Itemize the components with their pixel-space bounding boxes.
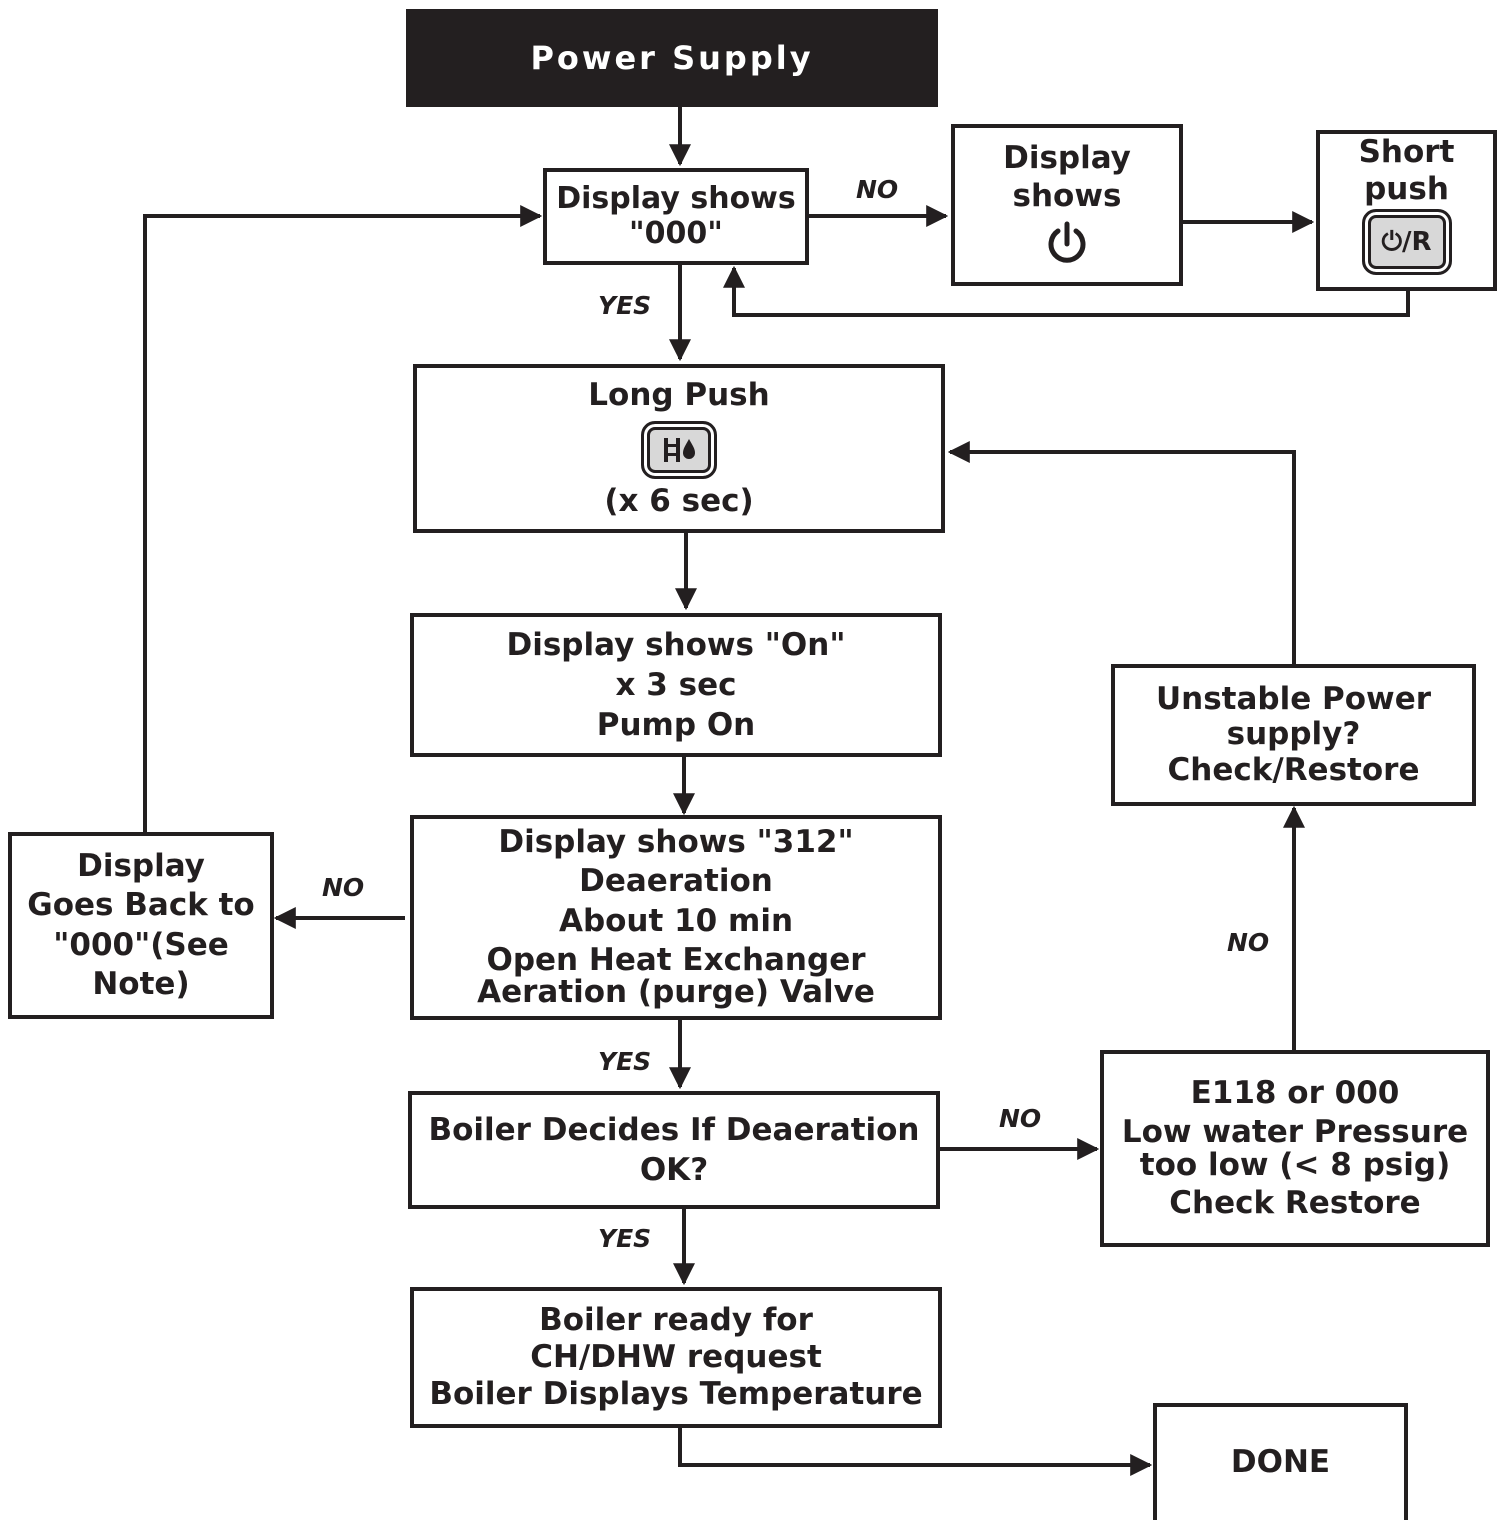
unstable-power-node: Unstable Power supply? Check/Restore bbox=[1111, 664, 1476, 806]
display-on-line-1: Display shows "On" bbox=[506, 626, 846, 663]
power-reset-button-icon: ⏻/R bbox=[1361, 209, 1452, 276]
unstable-line-1: Unstable Power bbox=[1155, 680, 1432, 717]
display-on-line-3: Pump On bbox=[596, 707, 756, 744]
e118-line-4: Check Restore bbox=[1169, 1185, 1421, 1222]
short-push-line-2: push bbox=[1364, 170, 1449, 207]
long-push-node: Long Push (x 6 sec) bbox=[413, 364, 945, 533]
long-push-title: Long Push bbox=[588, 377, 770, 414]
display-shows-line-1: Display bbox=[1003, 140, 1131, 177]
e118-line-3: too low (< 8 psig) bbox=[1139, 1146, 1451, 1183]
arrow-shortpush-back bbox=[723, 265, 1410, 317]
display-312-line-1: Display shows "312" bbox=[498, 824, 854, 861]
ready-line-1: Boiler ready for bbox=[539, 1301, 813, 1338]
ready-line-2: CH/DHW request bbox=[530, 1338, 822, 1375]
done-node: DONE bbox=[1153, 1403, 1408, 1520]
arrow-goesback-loop bbox=[143, 205, 543, 832]
display-on-node: Display shows "On" x 3 sec Pump On bbox=[410, 613, 942, 757]
display-312-node: Display shows "312" Deaeration About 10 … bbox=[410, 815, 942, 1020]
boiler-decides-line-2: OK? bbox=[639, 1152, 709, 1188]
e118-line-1: E118 or 000 bbox=[1190, 1075, 1400, 1111]
display-312-line-2: Deaeration bbox=[579, 863, 773, 900]
unstable-line-2: supply? bbox=[1226, 716, 1361, 753]
label-no-e118: NO bbox=[1227, 928, 1270, 957]
arrow-unstable-to-longpush bbox=[947, 441, 1296, 664]
short-push-line-1: Short bbox=[1358, 134, 1455, 170]
display-on-line-2: x 3 sec bbox=[615, 666, 737, 703]
goes-back-node: Display Goes Back to "000"(See Note) bbox=[8, 832, 274, 1019]
power-supply-label: Power Supply bbox=[530, 38, 814, 77]
label-no-312: NO bbox=[322, 873, 365, 902]
label-no-display000: NO bbox=[856, 175, 899, 204]
e118-node: E118 or 000 Low water Pressure too low (… bbox=[1100, 1050, 1490, 1247]
ready-line-3: Boiler Displays Temperature bbox=[429, 1376, 923, 1413]
display-000-node: Display shows "000" bbox=[543, 168, 809, 265]
label-yes-boiler: YES bbox=[598, 1224, 652, 1253]
goes-back-line-3: "000"(See bbox=[53, 926, 229, 963]
unstable-line-3: Check/Restore bbox=[1167, 751, 1420, 788]
goes-back-line-1: Display bbox=[77, 847, 205, 884]
boiler-decides-line-1: Boiler Decides If Deaeration bbox=[428, 1111, 920, 1148]
label-yes-display000: YES bbox=[598, 291, 652, 320]
short-push-node: Short push ⏻/R bbox=[1316, 130, 1497, 291]
power-reset-button-label: ⏻/R bbox=[1381, 226, 1432, 257]
e118-line-2: Low water Pressure bbox=[1121, 1113, 1469, 1150]
goes-back-line-4: Note) bbox=[92, 965, 190, 1002]
display-312-line-4: Open Heat Exchanger bbox=[486, 942, 866, 979]
label-yes-312: YES bbox=[598, 1047, 652, 1076]
power-supply-node: Power Supply bbox=[406, 9, 938, 107]
goes-back-line-2: Goes Back to bbox=[27, 887, 255, 924]
radiator-drop-icon bbox=[664, 437, 695, 462]
display-000-line-2: "000" bbox=[629, 215, 723, 251]
boiler-ready-node: Boiler ready for CH/DHW request Boiler D… bbox=[410, 1287, 942, 1428]
long-push-duration: (x 6 sec) bbox=[604, 482, 754, 519]
label-no-boiler: NO bbox=[999, 1104, 1042, 1133]
display-312-line-3: About 10 min bbox=[558, 902, 794, 939]
boiler-decides-node: Boiler Decides If Deaeration OK? bbox=[408, 1091, 940, 1209]
display-shows-power-node: Display shows bbox=[951, 124, 1183, 286]
arrow-ready-to-done bbox=[678, 1427, 1153, 1476]
done-label: DONE bbox=[1230, 1444, 1331, 1481]
power-icon bbox=[1048, 221, 1086, 263]
display-shows-line-2: shows bbox=[1012, 178, 1122, 214]
display-312-line-5: Aeration (purge) Valve bbox=[477, 973, 875, 1010]
display-000-line-1: Display shows bbox=[556, 181, 796, 216]
deaeration-button-icon bbox=[641, 420, 717, 479]
